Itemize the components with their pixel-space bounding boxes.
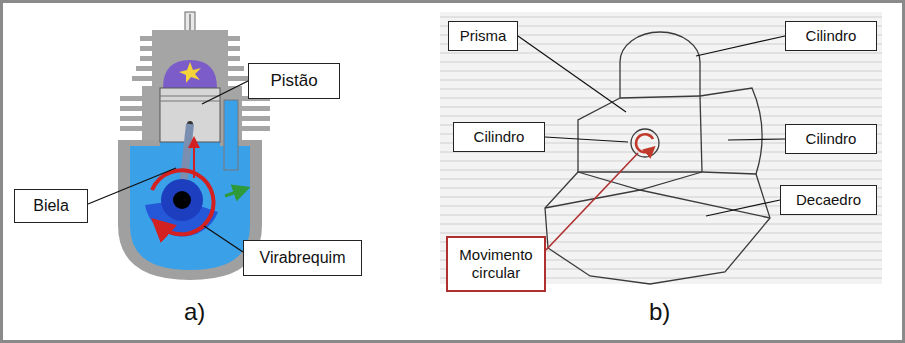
- leader-line: [546, 153, 638, 250]
- label-text: Cilindro: [474, 128, 525, 146]
- shape-label: Cilindro: [785, 21, 877, 51]
- leader-lines: [88, 81, 248, 252]
- label-text: Biela: [33, 196, 69, 215]
- shape-label: Cilindro: [453, 122, 545, 152]
- motion-label: Movimento circular: [446, 236, 546, 292]
- shape-label: Cilindro: [785, 124, 877, 154]
- label-text: Virabrequim: [260, 248, 346, 267]
- label-text: Cilindro: [806, 27, 857, 45]
- shape-label: Prisma: [448, 21, 518, 51]
- panel-caption: b): [649, 298, 670, 326]
- label-text: Movimento circular: [454, 246, 538, 282]
- part-label: Virabrequim: [243, 240, 362, 276]
- label-text: Cilindro: [806, 130, 857, 148]
- label-text: Pistão: [270, 71, 317, 91]
- shape-label: Decaedro: [780, 185, 877, 215]
- part-label: Biela: [14, 189, 88, 223]
- label-text: Prisma: [460, 27, 507, 45]
- part-label: Pistão: [248, 63, 340, 99]
- label-text: Decaedro: [796, 191, 861, 209]
- panel-caption: a): [184, 298, 205, 326]
- leader-lines: [518, 36, 785, 216]
